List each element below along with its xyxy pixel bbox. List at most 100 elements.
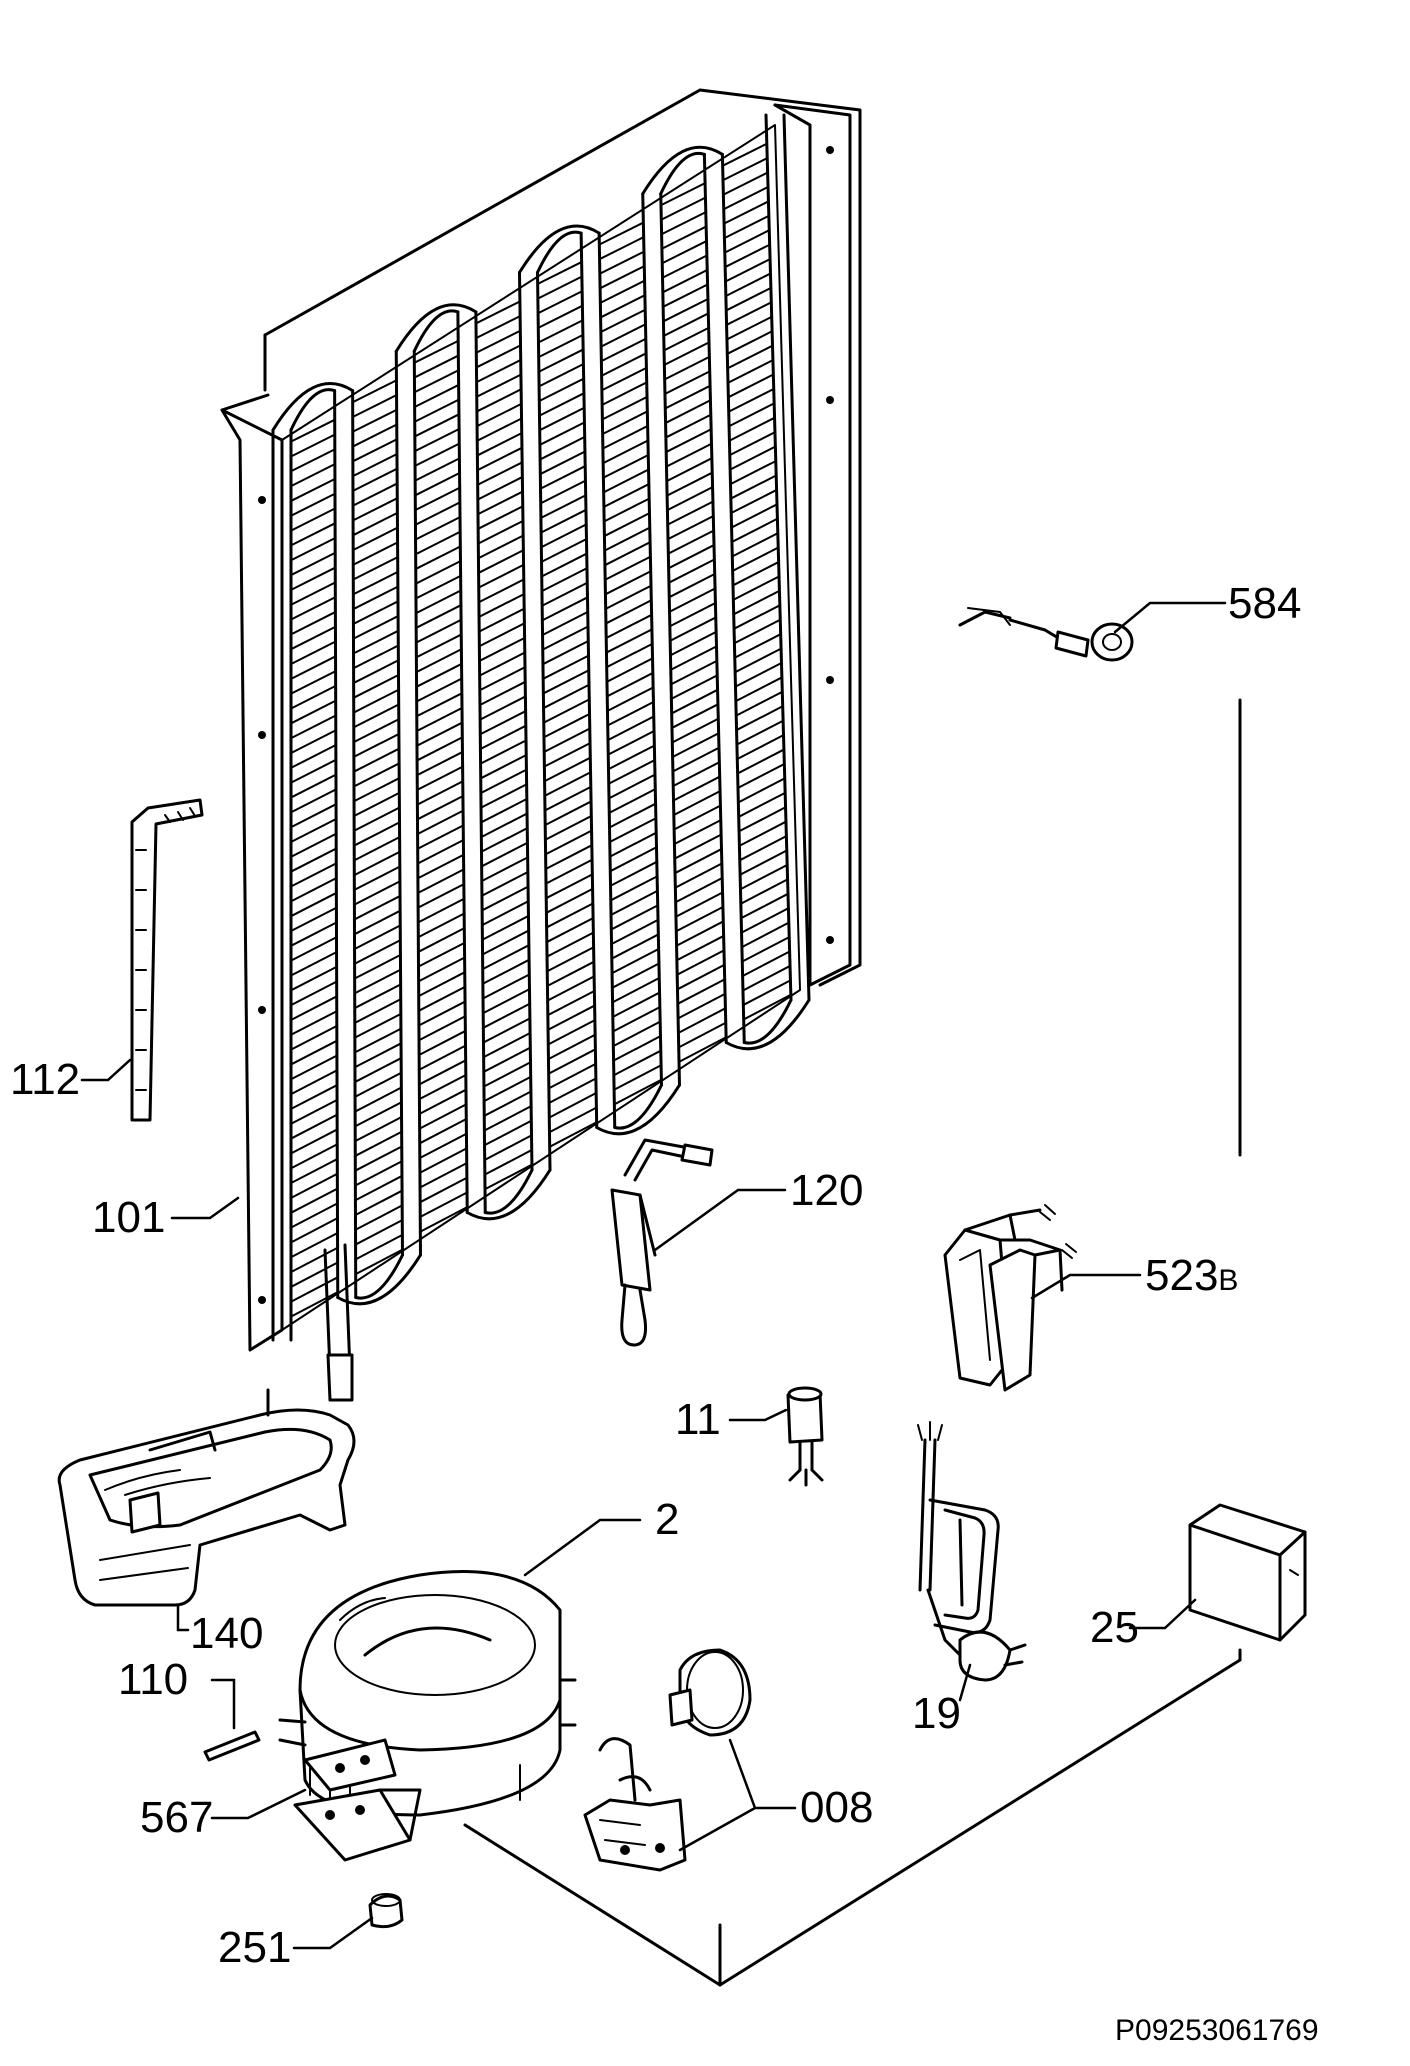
part-251-nut xyxy=(368,1893,404,1929)
condenser-fin xyxy=(732,547,779,572)
condenser-fin xyxy=(482,988,530,1014)
condenser-fin xyxy=(672,732,719,758)
condenser-fin xyxy=(725,272,771,297)
condenser-fin xyxy=(290,566,336,591)
condenser-fin xyxy=(484,1149,532,1176)
condenser-fin xyxy=(677,978,725,1005)
condenser-fin xyxy=(481,886,529,912)
condenser-fin xyxy=(741,893,789,919)
condenser-fin xyxy=(599,265,645,290)
condenser-fin xyxy=(353,718,400,743)
leader-251 xyxy=(292,1916,374,1950)
condenser-fin xyxy=(605,614,652,639)
condenser-fin xyxy=(290,418,336,443)
condenser-fin xyxy=(351,394,398,418)
condenser-fin xyxy=(414,486,461,511)
condenser-fin xyxy=(475,315,521,339)
condenser-fin xyxy=(736,705,783,731)
condenser-fin xyxy=(722,157,768,182)
condenser-fin xyxy=(419,1162,468,1189)
condenser-fin xyxy=(677,949,725,976)
condenser-fin xyxy=(734,633,781,659)
condenser-tube xyxy=(394,349,404,1257)
condenser-fin xyxy=(538,363,584,388)
condenser-fin xyxy=(543,698,590,724)
leader-11 xyxy=(728,1408,788,1422)
label-101: 101 xyxy=(92,1193,165,1242)
condenser-fin xyxy=(418,971,466,997)
condenser-fin xyxy=(419,1089,467,1115)
condenser-fin xyxy=(612,991,660,1018)
condenser-fin xyxy=(729,460,776,485)
condenser-fin xyxy=(478,637,525,662)
condenser-fin xyxy=(290,995,338,1021)
condenser-fin xyxy=(355,1175,403,1201)
condenser-fin xyxy=(353,792,400,817)
condenser-fin xyxy=(479,710,526,736)
leader-008 xyxy=(678,1738,797,1852)
condenser-fin xyxy=(484,1164,533,1190)
condenser-fin xyxy=(484,1120,532,1146)
condenser-fin xyxy=(354,1057,402,1083)
condenser-fin xyxy=(739,821,787,847)
condenser-fin xyxy=(417,868,465,894)
condenser-fin xyxy=(537,319,584,344)
condenser-fin xyxy=(543,684,590,709)
condenser-u-bend xyxy=(536,230,583,274)
condenser-fin xyxy=(417,854,464,879)
condenser-fin xyxy=(290,1010,338,1036)
condenser-fin xyxy=(483,1076,531,1102)
condenser-fin xyxy=(735,691,783,717)
condenser-fin xyxy=(290,537,336,562)
condenser-fin xyxy=(353,865,401,891)
condenser-fin xyxy=(741,907,789,934)
condenser-fin xyxy=(545,873,593,899)
leader-110 xyxy=(210,1678,236,1730)
condenser-fin xyxy=(290,759,337,784)
condenser-fin xyxy=(290,1084,338,1110)
label-140: 140 xyxy=(190,1609,263,1658)
condenser-fin xyxy=(476,417,522,442)
condenser-fin xyxy=(667,515,714,540)
condenser-fin xyxy=(734,647,782,673)
condenser-tube xyxy=(597,231,617,1129)
condenser-fin xyxy=(480,739,527,765)
condenser-fin xyxy=(538,348,584,373)
condenser-fin xyxy=(735,676,783,702)
condenser-fin xyxy=(355,1145,403,1172)
condenser-fin xyxy=(290,1276,338,1303)
condenser-fin xyxy=(545,844,593,870)
condenser-tube xyxy=(702,152,728,1044)
condenser-fin xyxy=(540,494,587,519)
part-120-drier xyxy=(610,1138,714,1347)
condenser-tube xyxy=(474,310,487,1214)
condenser-fin xyxy=(724,258,771,283)
condenser-fin xyxy=(290,670,337,695)
label-523-number: 523 xyxy=(1145,1251,1218,1300)
condenser-fin xyxy=(477,490,523,516)
condenser-fin xyxy=(740,878,788,905)
condenser-tube xyxy=(720,152,746,1044)
condenser-fin xyxy=(738,777,785,803)
condenser-fin xyxy=(484,1134,532,1161)
condenser-fin xyxy=(549,1107,597,1133)
condenser-fin xyxy=(665,443,712,468)
label-584: 584 xyxy=(1228,579,1301,628)
condenser-fin xyxy=(545,815,592,841)
condenser-fin xyxy=(721,143,767,167)
condenser-fin xyxy=(727,345,773,370)
condenser-fin xyxy=(537,305,583,329)
condenser-fin xyxy=(414,516,461,541)
condenser-fin xyxy=(669,616,717,642)
condenser-fin xyxy=(478,564,524,589)
part-584-sensor xyxy=(958,607,1134,662)
condenser-fin xyxy=(664,370,710,395)
condenser-fin xyxy=(479,725,527,750)
condenser-fin xyxy=(415,619,462,644)
condenser-fin xyxy=(601,367,647,392)
condenser-fin xyxy=(290,803,337,828)
condenser-fin xyxy=(416,692,463,718)
condenser-fin xyxy=(600,338,647,363)
condenser-fin xyxy=(544,771,591,797)
part-112-tube xyxy=(130,798,204,1122)
